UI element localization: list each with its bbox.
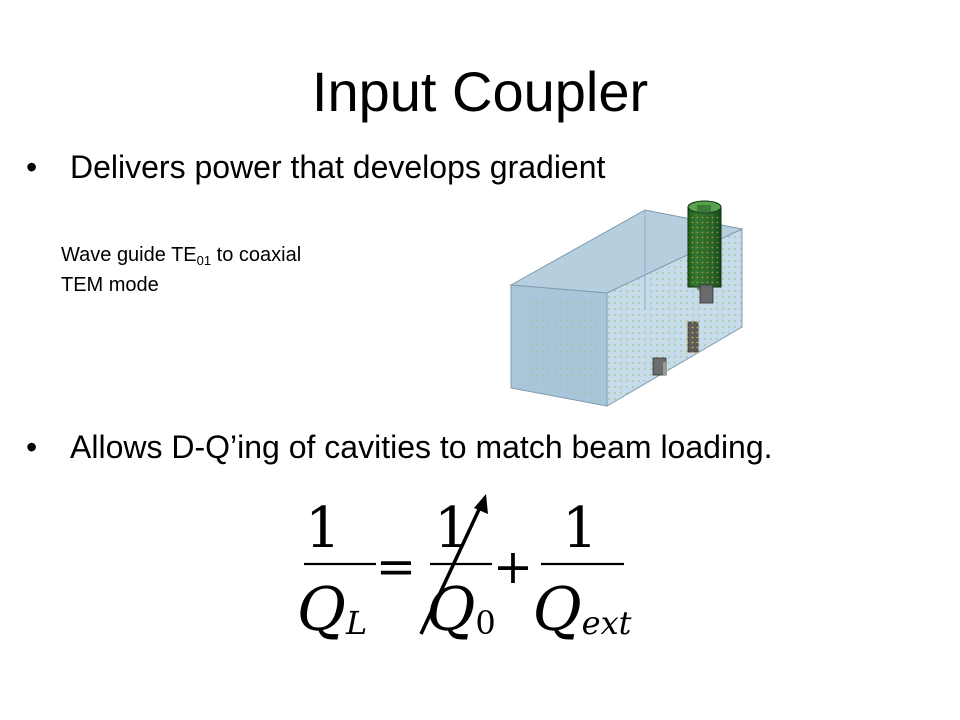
equals-sign: = xyxy=(376,539,416,595)
figure-caption: Wave guide TE01 to coaxial TEM mode xyxy=(61,240,301,300)
bullet-text: Delivers power that develops gradient xyxy=(70,149,606,185)
bullet-marker: • xyxy=(26,149,38,185)
bullet-1: • Delivers power that develops gradient xyxy=(26,147,606,187)
coupler-antenna xyxy=(699,284,714,304)
caption-line-2: TEM mode xyxy=(61,274,159,296)
caption-line-1: Wave guide TE01 to coaxial xyxy=(61,244,302,268)
mode-subscript: 01 xyxy=(196,253,212,268)
term2-numerator: 1 xyxy=(562,496,598,561)
slide-title: Input Coupler xyxy=(311,60,649,123)
plus-sign: + xyxy=(493,539,533,595)
term2-denominator: Qext xyxy=(532,575,631,645)
strike-arrow xyxy=(419,502,484,635)
bullet-marker: • xyxy=(26,429,38,465)
term1-denominator: Q0 xyxy=(426,575,496,645)
strike-arrow-head xyxy=(474,494,488,514)
bullet-2: • Allows D-Q’ing of cavities to match be… xyxy=(26,427,773,467)
term1-numerator: 1 xyxy=(434,496,470,561)
bullet-text: Allows D-Q’ing of cavities to match beam… xyxy=(70,429,773,465)
lhs-numerator: 1 xyxy=(305,496,341,561)
lhs-denominator: QL xyxy=(297,575,367,645)
